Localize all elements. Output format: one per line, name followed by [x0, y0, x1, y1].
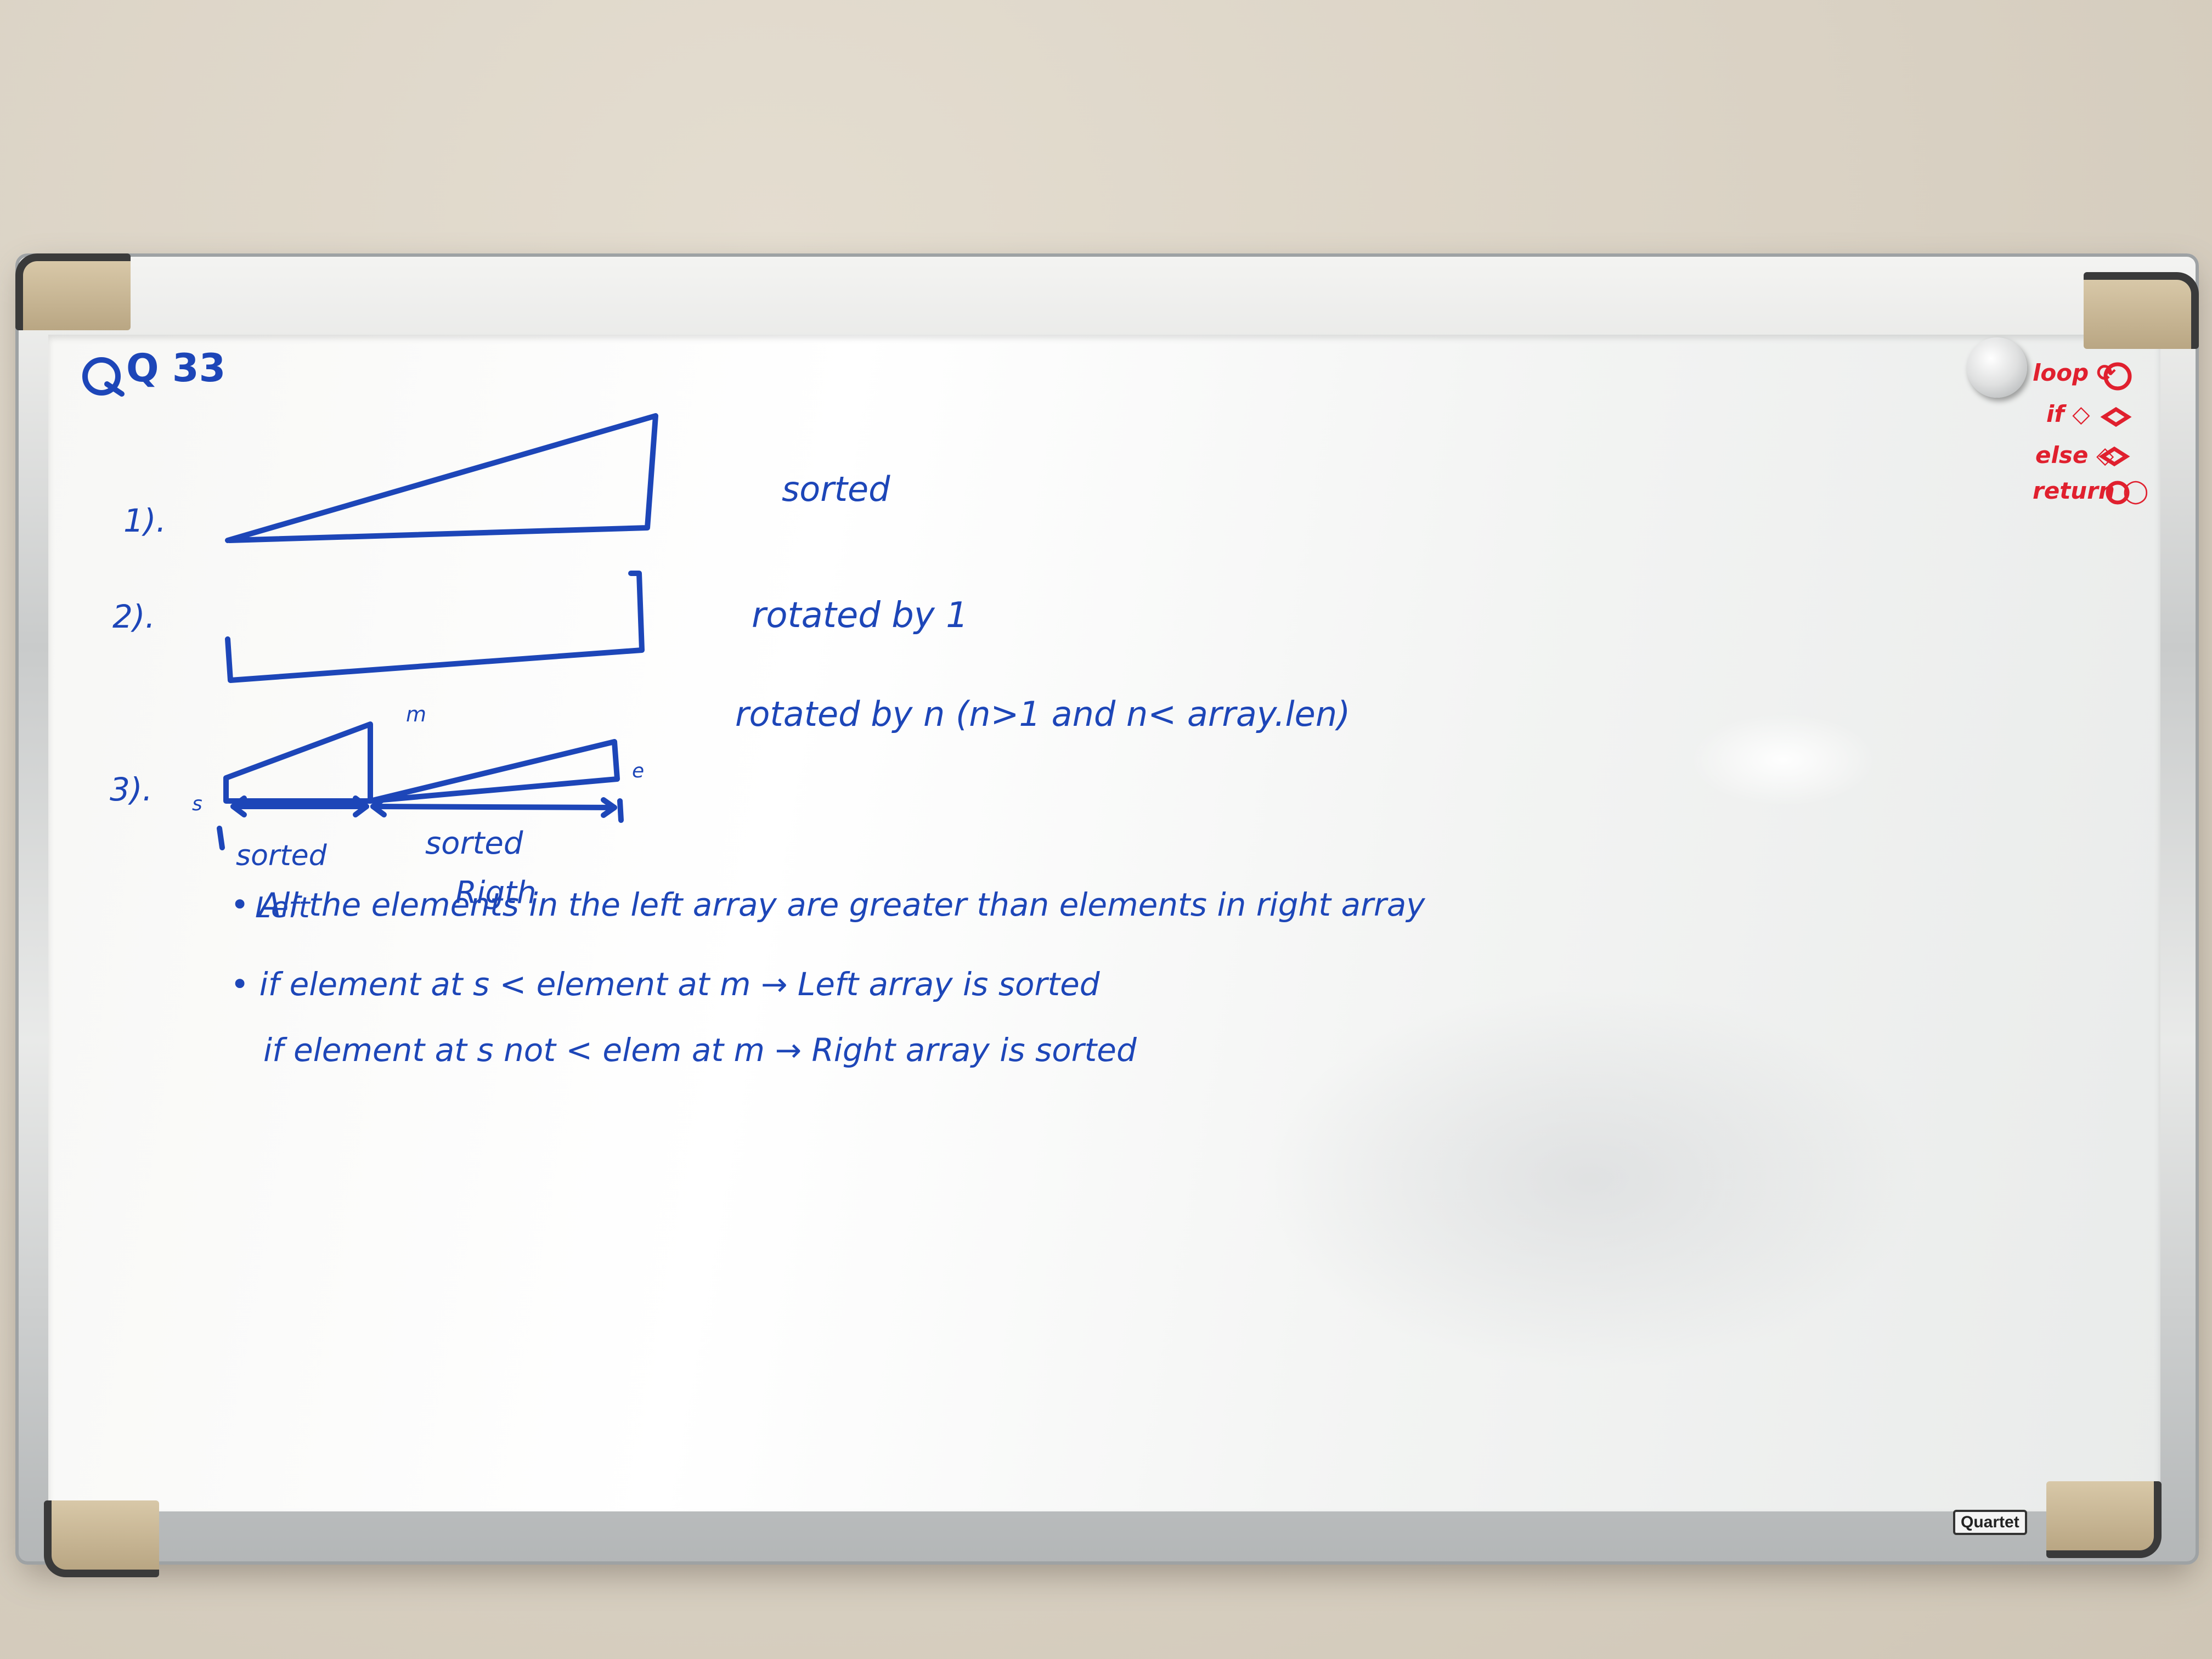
left-segment-label-bottom: Left — [255, 891, 310, 924]
end-label: e — [632, 760, 645, 782]
return-circle — [2106, 481, 2130, 505]
row-3-label: 3). — [110, 771, 153, 808]
row-3-caption: rotated by n (n>1 and n< array.len) — [735, 694, 1351, 734]
midpoint-label: m — [406, 702, 427, 726]
right-segment-label-top: sorted — [425, 826, 523, 861]
if-diamond — [2100, 407, 2132, 427]
brand-logo: Quartet — [1953, 1510, 2027, 1535]
legend-if: if ◇ — [2046, 400, 2090, 427]
light-reflection-bright — [1690, 713, 1876, 806]
left-segment-label-top: sorted — [236, 839, 327, 872]
row-2-caption: rotated by 1 — [752, 595, 968, 636]
row-1-caption: sorted — [782, 469, 890, 509]
loop-symbol — [2103, 362, 2132, 391]
question-label: Q 33 — [126, 346, 226, 391]
frame-corner-bottom-left — [44, 1500, 159, 1577]
left-sorted-wedge — [223, 721, 373, 804]
rotated-by-one-wedge — [225, 571, 645, 683]
start-label: s — [192, 793, 202, 815]
legend-else: else ◇ — [2035, 442, 2114, 469]
right-sorted-wedge — [368, 739, 620, 804]
frame-corner-top-right — [2084, 272, 2199, 349]
right-span-arrow — [370, 804, 617, 810]
else-diamond — [2098, 446, 2130, 467]
note-line-2: • if element at s < element at m → Left … — [230, 966, 1100, 1003]
row-2-label: 2). — [112, 598, 155, 635]
right-segment-label-bottom: Rigth — [455, 875, 537, 911]
question-circle — [82, 357, 121, 396]
sorted-array-wedge — [225, 413, 658, 543]
legend-loop: loop ⟳ — [2033, 359, 2116, 386]
legend-return: return ◯ — [2033, 477, 2149, 504]
light-reflection — [1262, 988, 1920, 1372]
magnet-icon[interactable] — [1967, 337, 2027, 398]
frame-corner-bottom-right — [2046, 1481, 2162, 1558]
frame-corner-top-left — [15, 253, 131, 330]
row-1-label: 1). — [123, 502, 166, 539]
note-line-1: • All the elements in the left array are… — [230, 886, 1425, 923]
note-line-3: if element at s not < elem at m → Right … — [263, 1031, 1137, 1069]
